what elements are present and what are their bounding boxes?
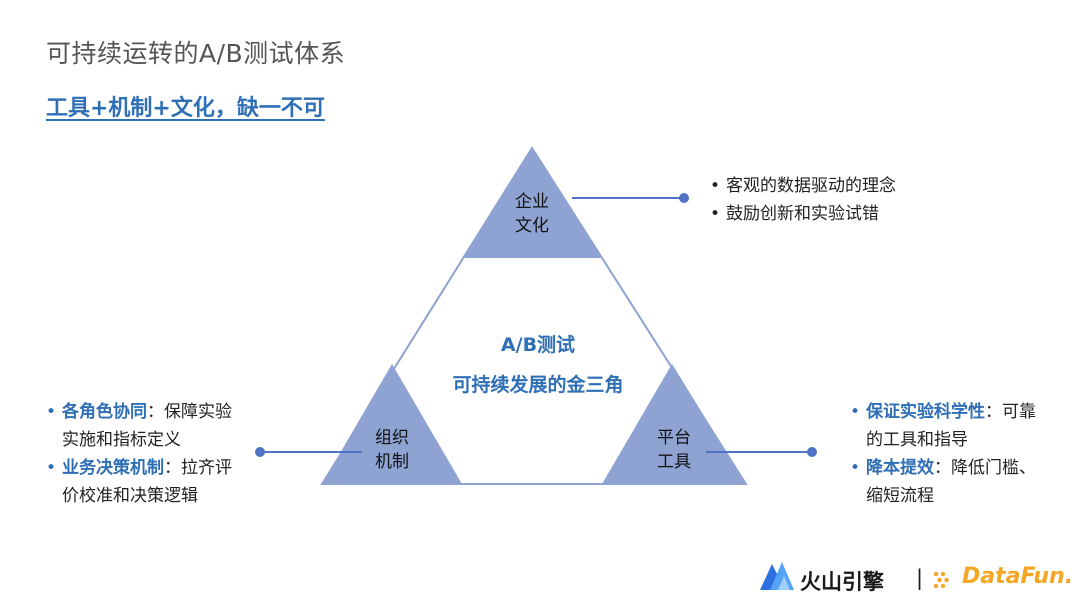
center-subtitle: 可持续发展的金三角 bbox=[452, 374, 624, 396]
right-label-line1: 平台 bbox=[657, 428, 691, 448]
culture-points-list: • 客观的数据驱动的理念 • 鼓励创新和实验试错 bbox=[710, 172, 896, 228]
bullet-icon: • bbox=[45, 458, 57, 478]
org-point-rest: ：拉齐评 bbox=[164, 458, 232, 478]
datafun-logo-text: DataFun. bbox=[962, 564, 1074, 589]
list-item: • 各角色协同：保障实验 实施和指标定义 bbox=[46, 398, 232, 454]
culture-point-text: 鼓励创新和实验试错 bbox=[726, 204, 879, 224]
center-title: A/B测试 bbox=[500, 334, 576, 356]
org-point-highlight: 各角色协同 bbox=[62, 402, 147, 422]
top-label-line1: 企业 bbox=[515, 192, 549, 212]
datafun-dots-icon bbox=[933, 571, 949, 589]
tool-point-rest: ：降低门槛、 bbox=[934, 458, 1036, 478]
tool-points-list: • 保证实验科学性：可靠 的工具和指导 • 降本提效：降低门槛、 缩短流程 bbox=[850, 398, 1036, 510]
top-connector-dot bbox=[679, 193, 689, 203]
top-label-line2: 文化 bbox=[515, 216, 549, 236]
bullet-icon: • bbox=[849, 402, 861, 422]
bullet-icon: • bbox=[709, 204, 721, 224]
org-point-highlight: 业务决策机制 bbox=[62, 458, 164, 478]
org-points-list: • 各角色协同：保障实验 实施和指标定义 • 业务决策机制：拉齐评 价校准和决策… bbox=[46, 398, 232, 510]
bullet-icon: • bbox=[849, 458, 861, 478]
culture-point-text: 客观的数据驱动的理念 bbox=[726, 176, 896, 196]
tool-point-rest: ：可靠 bbox=[985, 402, 1036, 422]
bullet-icon: • bbox=[45, 402, 57, 422]
tool-point-highlight: 保证实验科学性 bbox=[866, 402, 985, 422]
list-item: • 业务决策机制：拉齐评 价校准和决策逻辑 bbox=[46, 454, 232, 510]
right-triangle-label: 平台 工具 bbox=[634, 426, 714, 474]
outer-triangle-outline bbox=[320, 146, 748, 485]
mountain-logo-icon bbox=[760, 562, 794, 590]
top-triangle-label: 企业 文化 bbox=[492, 190, 572, 238]
tool-point-highlight: 降本提效 bbox=[866, 458, 934, 478]
org-point-rest-line2: 价校准和决策逻辑 bbox=[62, 486, 198, 506]
right-label-line2: 工具 bbox=[657, 452, 691, 472]
org-point-rest: ：保障实验 bbox=[147, 402, 232, 422]
list-item: • 客观的数据驱动的理念 bbox=[710, 172, 896, 200]
left-triangle-label: 组织 机制 bbox=[352, 426, 432, 474]
left-triangle bbox=[322, 364, 462, 484]
page-title: 可持续运转的A/B测试体系 bbox=[46, 39, 346, 68]
list-item: • 降本提效：降低门槛、 缩短流程 bbox=[850, 454, 1036, 510]
page-subtitle: 工具+机制+文化，缺一不可 bbox=[46, 96, 325, 121]
left-label-line2: 机制 bbox=[375, 452, 409, 472]
list-item: • 保证实验科学性：可靠 的工具和指导 bbox=[850, 398, 1036, 454]
bullet-icon: • bbox=[709, 176, 721, 196]
left-connector-dot bbox=[255, 447, 265, 457]
tool-point-rest-line2: 缩短流程 bbox=[866, 486, 934, 506]
right-triangle bbox=[602, 364, 746, 484]
tool-point-rest-line2: 的工具和指导 bbox=[866, 430, 968, 450]
right-connector-dot bbox=[807, 447, 817, 457]
left-label-line1: 组织 bbox=[375, 428, 409, 448]
org-point-rest-line2: 实施和指标定义 bbox=[62, 430, 181, 450]
volcengine-logo-text: 火山引擎 bbox=[800, 570, 884, 594]
list-item: • 鼓励创新和实验试错 bbox=[710, 200, 896, 228]
logo-separator: | bbox=[916, 566, 924, 590]
top-triangle bbox=[462, 148, 602, 258]
